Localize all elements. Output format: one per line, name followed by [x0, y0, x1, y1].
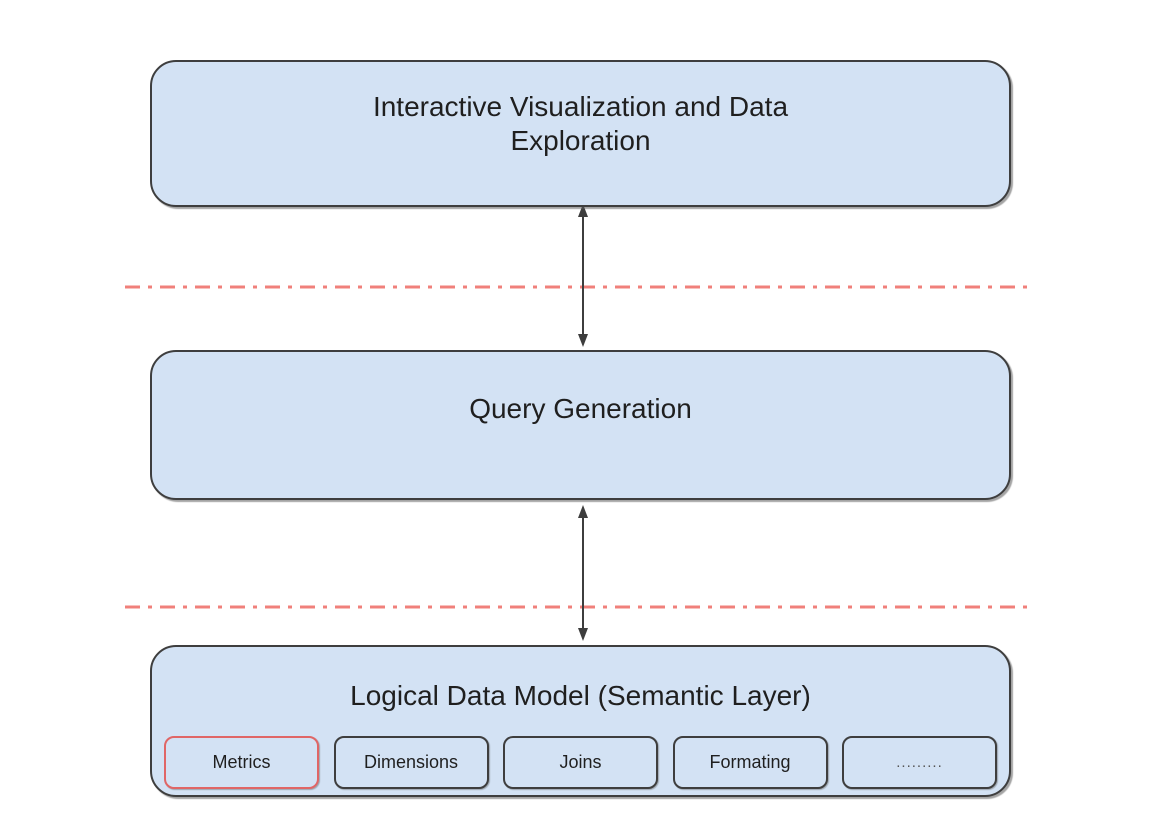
layer-title-logical-data-model: Logical Data Model (Semantic Layer): [350, 680, 811, 711]
layer-box-query-generation: Query Generation: [150, 350, 1011, 500]
chip-joins: Joins: [503, 736, 658, 789]
layer-title-visualization: Interactive Visualization and Data Explo…: [372, 91, 789, 156]
arrow-head-down-icon: [578, 628, 588, 641]
chip-dimensions: Dimensions: [333, 736, 489, 789]
layer-title-query-generation: Query Generation: [469, 393, 692, 424]
chip-ellipsis: .........: [842, 736, 997, 789]
arrow-head-down-icon: [578, 334, 588, 347]
arrow-head-up-icon: [578, 505, 588, 518]
chip-label: Joins: [559, 752, 602, 772]
layer-box-visualization: Interactive Visualization and Data Explo…: [150, 60, 1011, 207]
chip-metrics: Metrics: [164, 736, 319, 789]
arrow-query-datamodel: [578, 505, 588, 641]
chip-formating: Formating: [672, 736, 828, 789]
semantic-layer-chip-row: Metrics Dimensions Joins Formating .....…: [164, 736, 997, 789]
arrow-visualization-query: [578, 204, 588, 347]
layer-box-logical-data-model: Logical Data Model (Semantic Layer) Metr…: [150, 645, 1011, 797]
chip-label: .........: [896, 754, 943, 771]
chip-label: Formating: [709, 752, 791, 772]
chip-label: Dimensions: [363, 752, 459, 772]
chip-label: Metrics: [212, 752, 271, 772]
